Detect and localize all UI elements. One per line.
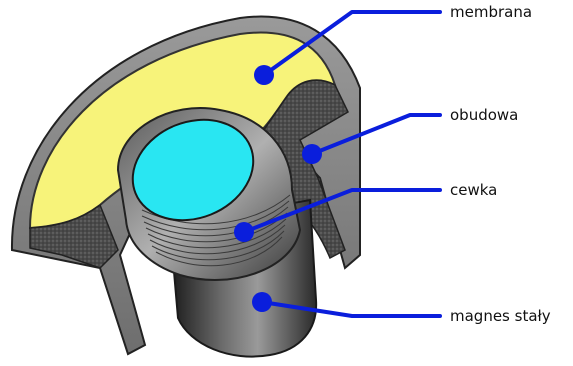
callout-labels: membrana obudowa cewka magnes stały xyxy=(450,3,551,325)
label-membrane: membrana xyxy=(450,3,532,21)
leader-dot-membrane xyxy=(254,65,274,85)
leader-dot-housing xyxy=(302,144,322,164)
label-housing: obudowa xyxy=(450,106,518,124)
label-magnet: magnes stały xyxy=(450,307,551,325)
speaker-body xyxy=(12,17,360,357)
label-coil: cewka xyxy=(450,181,497,199)
leader-dot-magnet xyxy=(252,292,272,312)
leader-dot-coil xyxy=(234,222,254,242)
